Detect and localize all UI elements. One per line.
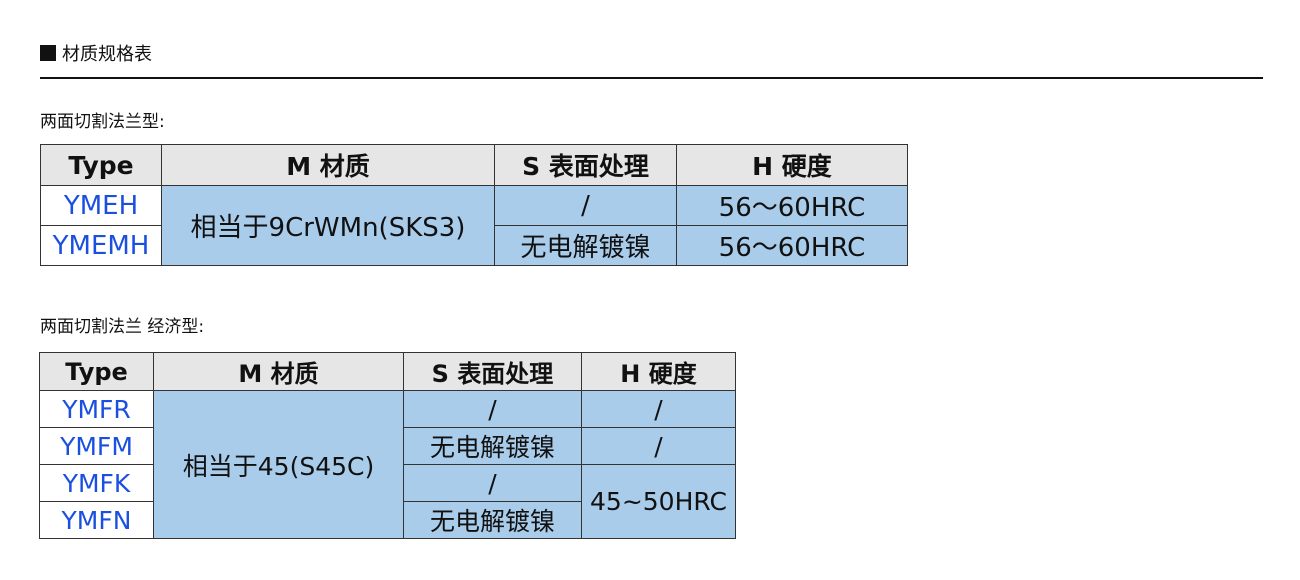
type-cell: YMFK xyxy=(39,464,154,502)
material-cell: 相当于45(S45C) xyxy=(153,390,404,539)
table-row: YMEH 相当于9CrWMn(SKS3) / 56～60HRC xyxy=(40,185,908,266)
surface-cell: 无电解镀镍 xyxy=(494,225,677,266)
header-hardness: H 硬度 xyxy=(676,144,908,186)
header-type: Type xyxy=(39,352,154,391)
table-row: YMFN 无电解镀镍 xyxy=(39,501,736,539)
header-material: M 材质 xyxy=(153,352,404,391)
hardness-cell: / xyxy=(581,390,736,428)
table2-caption: 两面切割法兰 经济型: xyxy=(40,317,205,337)
material-spec-table-1: Type M 材质 S 表面处理 H 硬度 YMEH 相当于9CrWMn(SKS… xyxy=(40,144,908,266)
material-cell: 相当于9CrWMn(SKS3) xyxy=(161,185,495,266)
type-cell: YMEMH xyxy=(40,225,162,266)
type-cell: YMEH xyxy=(40,185,162,226)
header-material: M 材质 xyxy=(161,144,495,186)
surface-cell: / xyxy=(403,390,582,428)
type-cell: YMFR xyxy=(39,390,154,428)
header-hardness: H 硬度 xyxy=(581,352,736,391)
table-row: YMFK / 45~50HRC xyxy=(39,464,736,539)
table-row: YMEMH 无电解镀镍 56～60HRC xyxy=(40,225,908,266)
header-type: Type xyxy=(40,144,162,186)
hardness-cell: / xyxy=(581,427,736,465)
header-surface: S 表面处理 xyxy=(403,352,582,391)
type-cell: YMFM xyxy=(39,427,154,465)
table-header-row: Type M 材质 S 表面处理 H 硬度 xyxy=(40,144,908,186)
section-title: 材质规格表 xyxy=(62,44,152,65)
surface-cell: 无电解镀镍 xyxy=(403,501,582,539)
square-bullet-icon xyxy=(40,45,56,61)
table1-caption: 两面切割法兰型: xyxy=(40,112,165,132)
surface-cell: / xyxy=(494,185,677,226)
table-header-row: Type M 材质 S 表面处理 H 硬度 xyxy=(39,352,736,391)
header-surface: S 表面处理 xyxy=(494,144,677,186)
surface-cell: 无电解镀镍 xyxy=(403,427,582,465)
table-row: YMFM 无电解镀镍 / xyxy=(39,427,736,465)
hardness-cell: 45~50HRC xyxy=(581,464,736,539)
type-cell: YMFN xyxy=(39,501,154,539)
surface-cell: / xyxy=(403,464,582,502)
section-divider xyxy=(40,77,1263,79)
section-header: 材质规格表 xyxy=(40,40,152,66)
material-spec-table-2: Type M 材质 S 表面处理 H 硬度 YMFR 相当于45(S45C) /… xyxy=(39,352,736,539)
hardness-cell: 56～60HRC xyxy=(676,185,908,226)
hardness-cell: 56～60HRC xyxy=(676,225,908,266)
table-row: YMFR 相当于45(S45C) / / xyxy=(39,390,736,539)
